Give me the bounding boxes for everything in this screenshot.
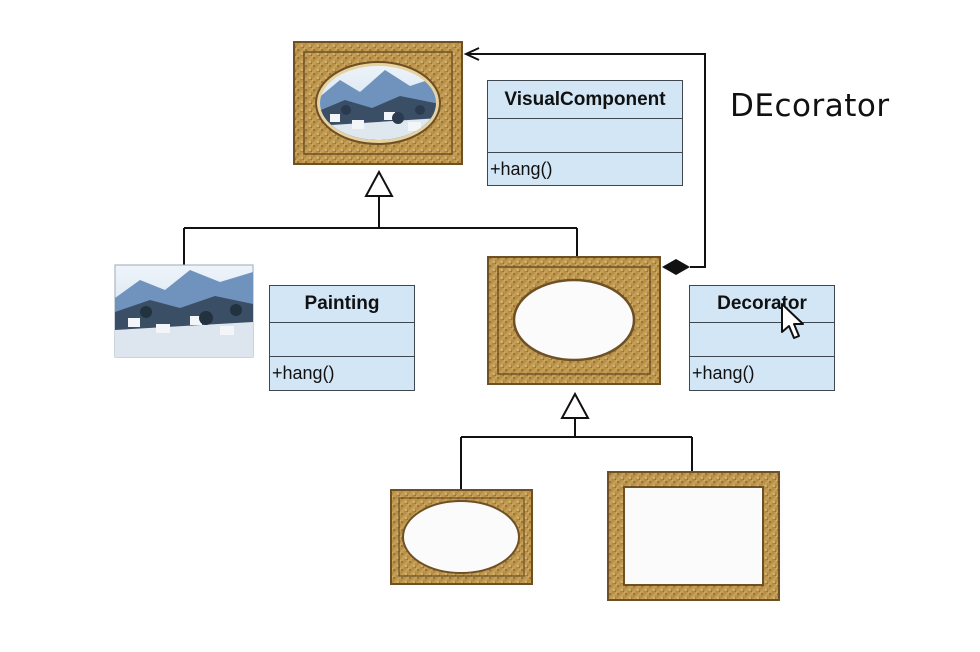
composition-line — [468, 53, 706, 268]
composition-diamond-icon — [662, 259, 690, 275]
diagram-title: DEcorator — [730, 88, 890, 124]
class-attributes — [270, 323, 414, 357]
class-operation: +hang() — [272, 363, 335, 383]
ornate-oval-frame-icon — [487, 256, 661, 385]
class-name: Painting — [270, 286, 414, 323]
class-attributes — [488, 119, 682, 153]
class-decorator[interactable]: Decorator +hang() — [689, 285, 835, 391]
open-arrowhead-icon — [463, 47, 480, 61]
arrow-cursor-icon — [781, 303, 804, 339]
class-operation: +hang() — [692, 363, 755, 383]
small-oval-frame-icon — [390, 489, 533, 585]
class-operation: +hang() — [490, 158, 553, 179]
class-visual-component[interactable]: VisualComponent +hang() — [487, 80, 683, 186]
class-name: Decorator — [690, 286, 834, 323]
inherit-triangle-bottom-icon — [560, 391, 590, 419]
framed-painting-icon — [293, 41, 463, 165]
painting-picture-icon — [114, 264, 254, 358]
inherit-triangle-top-icon — [364, 169, 394, 197]
class-attributes — [690, 323, 834, 357]
connectors — [183, 53, 706, 490]
class-painting[interactable]: Painting +hang() — [269, 285, 415, 391]
class-name: VisualComponent — [488, 81, 682, 119]
rectangular-frame-icon — [607, 471, 780, 601]
